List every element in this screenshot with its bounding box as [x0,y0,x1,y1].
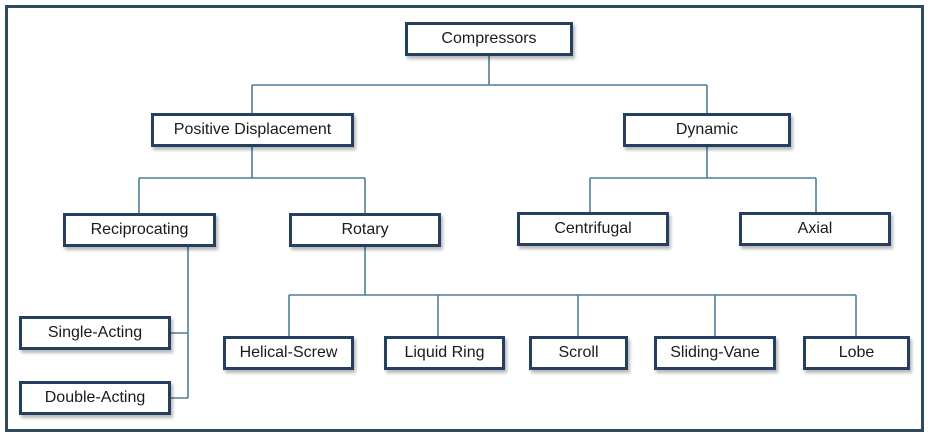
node-scroll: Scroll [529,336,628,370]
connector-rotary [288,246,857,337]
node-sliding-vane: Sliding-Vane [654,336,776,370]
node-helical-screw: Helical-Screw [223,336,354,370]
node-single-acting: Single-Acting [19,316,171,350]
node-lobe: Lobe [803,336,910,370]
connector-reciprocating [169,246,189,399]
node-compressors: Compressors [405,22,573,56]
connector-dynamic [589,146,817,212]
node-liquid-ring: Liquid Ring [384,336,505,370]
connector-root [251,56,708,113]
node-axial: Axial [739,212,891,246]
node-double-acting: Double-Acting [19,381,171,415]
node-dynamic: Dynamic [623,113,791,147]
diagram-frame [5,5,924,432]
node-positive-displacement: Positive Displacement [151,113,354,147]
node-centrifugal: Centrifugal [517,212,669,246]
node-rotary: Rotary [289,213,441,247]
connector-positive-displacement [138,146,366,213]
node-reciprocating: Reciprocating [63,213,216,247]
